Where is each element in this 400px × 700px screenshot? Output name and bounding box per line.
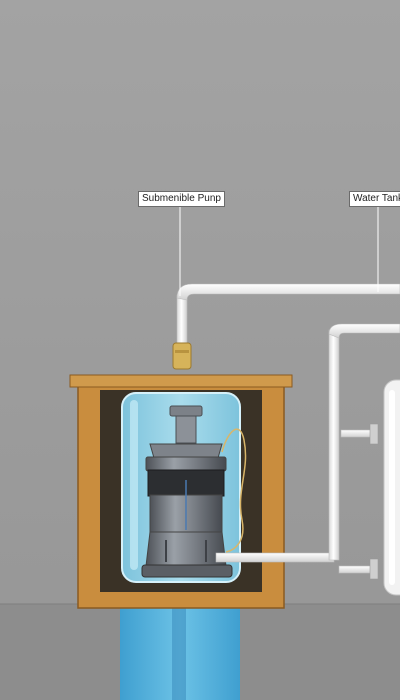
submersible-pump [141, 405, 233, 578]
tank-feed-pipe [215, 323, 400, 580]
power-cable [221, 428, 247, 553]
pump-label: Submenible Punp [138, 191, 225, 207]
well-shaft [120, 606, 240, 700]
discharge-pipe [172, 283, 400, 370]
water-tank [383, 379, 400, 596]
tank-label: Water Tank [349, 191, 400, 207]
